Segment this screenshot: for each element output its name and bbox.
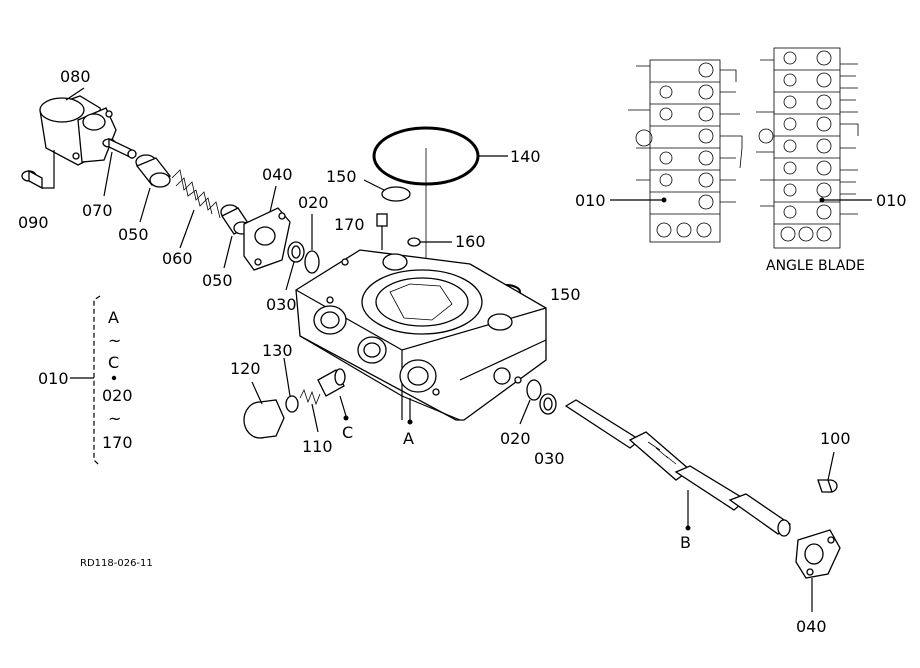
check-valve-C [317, 368, 349, 421]
label-030-a: 030 [266, 295, 297, 314]
label-090: 090 [18, 213, 49, 232]
label-A: A [403, 429, 414, 448]
label-120: 120 [230, 359, 261, 378]
reference-code: RD118-026-11 [80, 558, 153, 569]
marker-A [407, 398, 413, 425]
label-170: 170 [334, 215, 365, 234]
plug-120 [243, 381, 285, 439]
label-130: 130 [262, 341, 293, 360]
label-040-b: 040 [796, 617, 827, 636]
label-060: 060 [162, 249, 193, 268]
group-item-tilde-1: ~ [108, 331, 121, 350]
plug-170 [376, 213, 388, 250]
group-item-tilde-2: ~ [108, 409, 121, 428]
label-080: 080 [60, 67, 91, 86]
label-110: 110 [302, 437, 333, 456]
o-ring-020-a [304, 214, 320, 274]
group-item-A: A [108, 308, 119, 327]
bolt-090 [21, 150, 55, 190]
inset-label-010-left: 010 [575, 191, 606, 210]
label-070: 070 [82, 201, 113, 220]
label-020-a: 020 [298, 193, 329, 212]
group-item-C: C [108, 353, 119, 372]
label-C: C [342, 423, 353, 442]
solenoid-cover-080 [39, 87, 117, 166]
bolt-100 [817, 451, 838, 493]
label-140: 140 [510, 147, 541, 166]
group-item-020: 020 [102, 386, 133, 405]
o-ring-150-a [363, 179, 411, 202]
group-label-010: 010 [38, 369, 69, 388]
label-030-b: 030 [534, 449, 565, 468]
label-040-a: 040 [262, 165, 293, 184]
label-100: 100 [820, 429, 851, 448]
label-020-b: 020 [500, 429, 531, 448]
spring-110 [299, 388, 321, 433]
spring-060 [171, 169, 221, 249]
pin-070 [102, 137, 137, 197]
label-B: B [680, 533, 691, 552]
spool-B [564, 399, 792, 537]
sleeve-050-a [135, 154, 171, 223]
inset-valve-stack-left [610, 59, 743, 243]
flange-040-b [795, 529, 841, 612]
angle-blade-label: ANGLE BLADE [766, 258, 865, 274]
inset-label-010-right: 010 [876, 191, 907, 210]
label-050-a: 050 [118, 225, 149, 244]
group-item-170: 170 [102, 433, 133, 452]
valve-body [295, 249, 547, 421]
label-050-b: 050 [202, 271, 233, 290]
flange-040-a [243, 185, 291, 271]
o-ring-130 [283, 357, 299, 413]
inset-valve-stack-right [756, 47, 872, 249]
label-150-b: 150 [550, 285, 581, 304]
o-ring-020-b [519, 379, 542, 425]
o-ring-140 [372, 126, 508, 322]
backup-ring-030-a [285, 241, 305, 291]
backup-ring-030-b [539, 393, 557, 415]
group-bracket-010 [70, 295, 117, 467]
pin-160 [407, 237, 452, 247]
label-160: 160 [455, 232, 486, 251]
label-150-a: 150 [326, 167, 357, 186]
